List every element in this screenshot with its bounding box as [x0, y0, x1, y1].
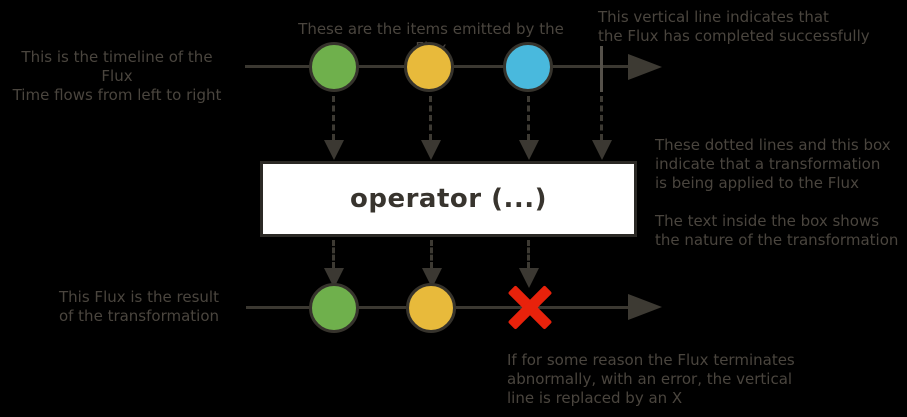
operator-label: operator (...)	[349, 184, 548, 214]
source-item-yellow-icon	[404, 42, 454, 92]
transform-arrow-line	[527, 96, 530, 140]
complete-marker-icon	[600, 46, 603, 92]
transform-arrow-line	[332, 96, 335, 140]
arrow-down-icon	[519, 268, 539, 288]
transform-arrow-line	[430, 240, 433, 268]
annotation-complete-label: This vertical line indicates that the Fl…	[598, 8, 870, 45]
annotation-box-text-label: The text inside the box shows the nature…	[655, 212, 899, 249]
annotation-transformation-label: These dotted lines and this box indicate…	[655, 136, 891, 192]
result-item-green-icon	[309, 283, 359, 333]
transform-arrow-line	[527, 240, 530, 268]
annotation-timeline-label: This is the timeline of the Flux Time fl…	[12, 48, 222, 104]
transform-arrow-line	[600, 96, 603, 140]
arrow-down-icon	[592, 140, 612, 160]
arrow-down-icon	[519, 140, 539, 160]
transform-arrow-line	[429, 96, 432, 140]
transform-arrow-line	[332, 240, 335, 268]
annotation-error-label: If for some reason the Flux terminates a…	[507, 351, 795, 407]
arrow-down-icon	[324, 140, 344, 160]
source-timeline-arrowhead-icon	[628, 54, 662, 80]
annotation-result-label: This Flux is the result of the transform…	[58, 288, 220, 325]
source-item-green-icon	[309, 42, 359, 92]
arrow-down-icon	[421, 140, 441, 160]
source-item-blue-icon	[503, 42, 553, 92]
result-timeline-arrowhead-icon	[628, 294, 662, 320]
result-item-yellow-icon	[406, 283, 456, 333]
operator-box: operator (...)	[260, 161, 637, 237]
